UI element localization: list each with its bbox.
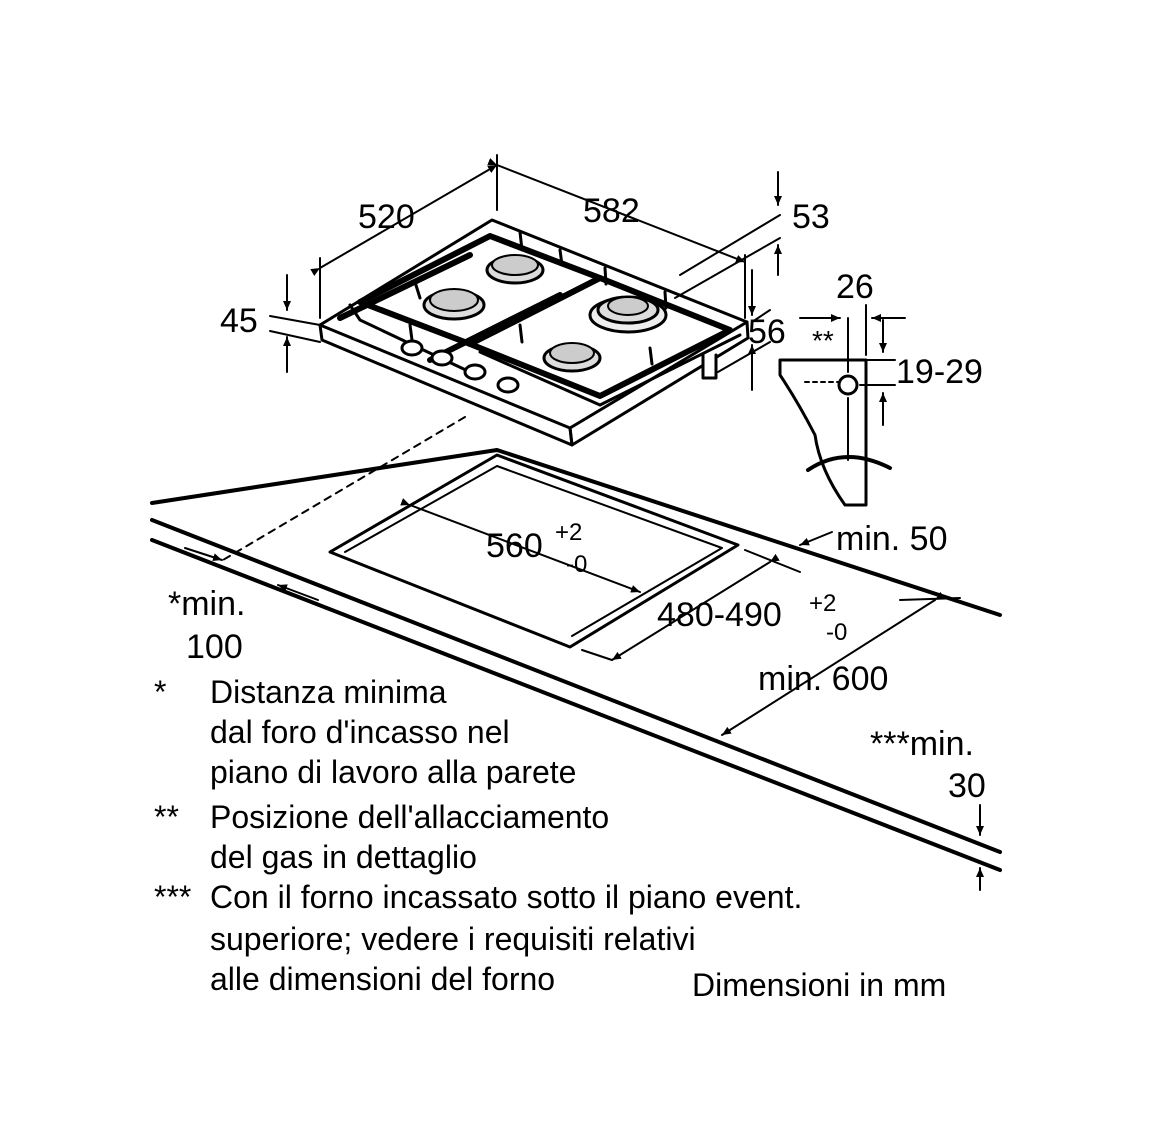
dim-min-30-line2: 30 (948, 767, 986, 805)
note-1-line-3: piano di lavoro alla parete (210, 754, 577, 790)
dim-min-100-line1: *min. (168, 585, 245, 623)
note-2-line-1: Posizione dell'allacciamento (210, 799, 610, 835)
cutout-outline (328, 453, 740, 649)
dim-480-490-sup: +2 (809, 590, 836, 617)
dim-min-100-line2: 100 (186, 628, 243, 666)
knob-4 (496, 376, 520, 394)
dim-min-50: min. 50 (836, 520, 948, 558)
burner-rear-left (485, 254, 545, 285)
dim-480-490-sub: -0 (826, 619, 847, 646)
gas-connection-detail (778, 317, 892, 507)
worktop (150, 416, 1002, 872)
note-3-line-3: alle dimensioni del forno (210, 961, 556, 997)
gas-marker: ** (812, 325, 834, 356)
note-3-marker: *** (154, 879, 192, 915)
dim-520: 520 (358, 198, 415, 236)
knob-3 (463, 363, 487, 381)
knob-2 (430, 349, 454, 367)
dim-53: 53 (792, 198, 830, 236)
note-3-line-1: Con il forno incassato sotto il piano ev… (210, 879, 803, 915)
units-label: Dimensioni in mm (692, 967, 947, 1003)
projection-line (222, 416, 466, 561)
dim-26: 26 (836, 268, 874, 306)
dim-56: 56 (748, 313, 786, 351)
dim-min-30-line1: ***min. (870, 725, 974, 763)
gas-connector (701, 353, 718, 380)
burner-front-right (542, 342, 602, 373)
dimension-labels: 520 582 53 45 56 26 19-29 560 +2 -0 480-… (168, 192, 986, 805)
dim-480-490: 480-490 (657, 596, 782, 634)
note-1-line-1: Distanza minima (210, 674, 447, 710)
dim-560-sup: +2 (555, 519, 582, 546)
note-2-line-2: del gas in dettaglio (210, 839, 477, 875)
note-2-marker: ** (154, 799, 179, 835)
dim-min-600: min. 600 (758, 660, 888, 698)
knob-1 (400, 339, 424, 357)
note-3-line-2: superiore; vedere i requisiti relativi (210, 921, 696, 957)
dim-45: 45 (220, 302, 258, 340)
dim-19-29: 19-29 (896, 353, 983, 391)
note-1-line-2: dal foro d'incasso nel (210, 714, 510, 750)
hob (318, 218, 750, 447)
burner-rear-right-wok (588, 295, 668, 334)
dim-560: 560 (486, 527, 543, 565)
note-1-marker: * (154, 674, 167, 710)
dim-582: 582 (583, 192, 640, 230)
dim-560-sub: -0 (566, 551, 587, 578)
burner-front-left (422, 288, 486, 321)
